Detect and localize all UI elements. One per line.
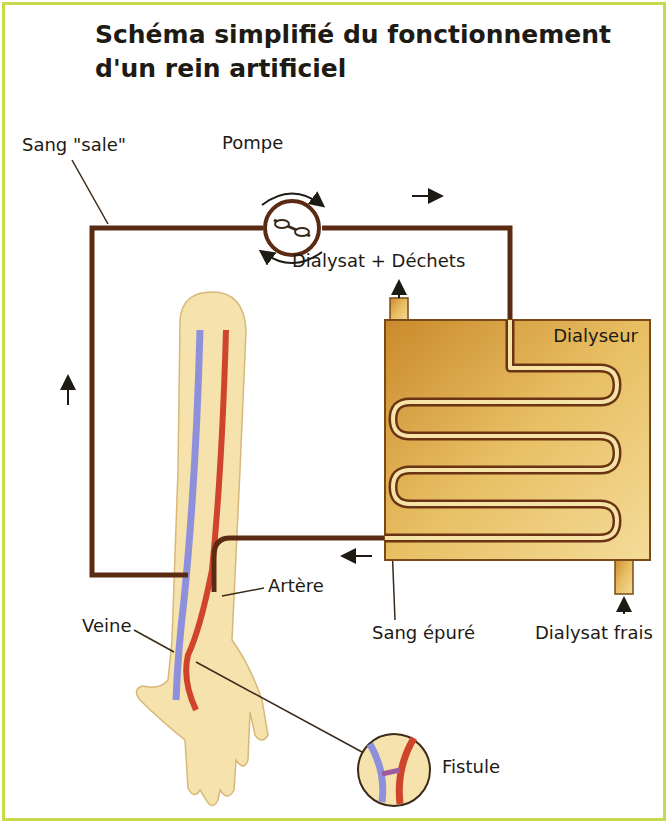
- fistula-label: Fistule: [442, 756, 500, 778]
- outlet-label: Dialysat + Déchets: [292, 250, 465, 272]
- fistula-inset: Fistule: [356, 732, 432, 808]
- fistula-shape: [356, 732, 432, 808]
- vessel-label: Veine: [82, 615, 131, 637]
- dialyzer-shape: [385, 320, 650, 560]
- diagram-title: Schéma simplifié du fonctionnement d'un …: [95, 18, 635, 86]
- pump-label: Pompe: [222, 132, 283, 154]
- inlet-label: Dialysat frais: [535, 622, 653, 644]
- pump-shape: [262, 198, 322, 258]
- dialyzer-box: Dialyseur: [385, 320, 650, 560]
- tube-label: Sang épuré: [372, 622, 475, 644]
- tube-label: Sang "sale": [22, 134, 126, 156]
- vessel-label: Artère: [268, 575, 324, 597]
- blood-tube: [322, 228, 510, 320]
- dialyzer-label: Dialyseur: [553, 325, 638, 347]
- pump-circle: Pompe: [262, 198, 322, 258]
